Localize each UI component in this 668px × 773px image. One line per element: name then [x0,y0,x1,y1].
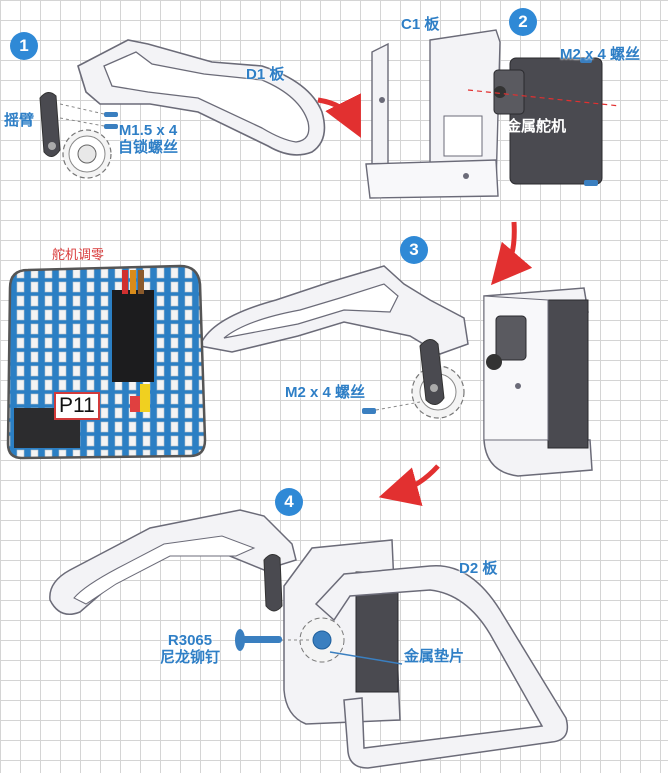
step1-group [39,39,326,179]
arm-label: 摇臂 [4,112,35,129]
m15-screw-line1: M1.5 x 4 [118,122,178,139]
pcb-inset [6,264,207,460]
servo-arm-step3 [419,339,445,405]
gear-icon [62,129,112,179]
d2-plate-label: D2 板 [459,560,498,577]
red-curved-arrow [317,93,361,138]
c1-plate [371,42,389,182]
step-2-badge: 2 [509,8,537,36]
step-1-badge: 1 [10,32,38,60]
d1-plate-step4 [49,509,297,615]
servo-arm [39,92,61,157]
d1-plate-label: D1 板 [246,66,285,83]
step4-group [49,509,569,769]
servo-zero-label: 舵机调零 [52,248,105,263]
r3065-line2: 尼龙铆钉 [160,649,221,666]
m15-screw-line2: 自锁螺丝 [118,139,179,156]
step2-group [365,29,621,199]
step-4-badge: 4 [275,488,303,516]
step-3-badge: 3 [400,236,428,264]
step3-group [198,265,593,477]
metal-servo-label: 金属舵机 [506,118,567,135]
pin-p11-label: P11 [54,392,100,420]
m15-screw-label: M1.5 x 4 自锁螺丝 [118,122,178,156]
c1-plate-label: C1 板 [401,16,440,33]
screw-icon [59,103,118,129]
r3065-rivet-label: R3065 尼龙铆钉 [160,632,220,666]
d2-plate [314,564,569,769]
m2-screw-step3-label: M2 x 4 螺丝 [285,384,366,401]
d1-plate-inner [103,51,310,143]
red-curved-arrow [490,221,533,286]
metal-servo [509,57,603,185]
rivet-icon [235,629,310,651]
r3065-line1: R3065 [167,632,213,649]
metal-washer-label: 金属垫片 [404,648,465,665]
red-curved-arrow [378,464,440,507]
m2-screw-top-label: M2 x 4 螺丝 [560,46,641,63]
